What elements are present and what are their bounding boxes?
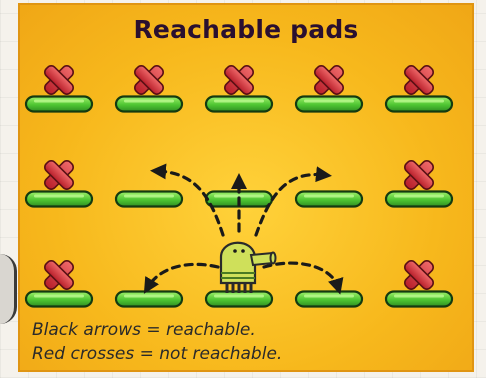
pad-r3-c2 <box>116 292 182 307</box>
pad-r2-c5 <box>386 151 452 207</box>
legend-reachable: Black arrows = reachable. <box>32 320 256 340</box>
pad-diagram <box>20 5 472 370</box>
pad-r2-c4 <box>296 192 362 207</box>
pad-r1-c3 <box>206 56 272 112</box>
doodler-player-icon <box>221 243 276 293</box>
pad-r3-c4 <box>296 292 362 307</box>
pad-r3-c1 <box>26 251 92 307</box>
arrow-to-pad-r3-c2 <box>148 264 218 287</box>
pad-r1-c2 <box>116 56 182 112</box>
pad-r2-c2 <box>116 192 182 207</box>
pad-r3-c5 <box>386 251 452 307</box>
pad-r3-c3 <box>206 292 272 307</box>
legend-not-reachable: Red crosses = not reachable. <box>32 344 282 364</box>
player-layer <box>221 243 276 293</box>
pad-r1-c1 <box>26 56 92 112</box>
pad-r1-c4 <box>296 56 362 112</box>
arrow-to-pad-r3-c4 <box>264 263 338 287</box>
reachable-pads-figure: Reachable pads Black arrows = <box>18 3 474 372</box>
pad-r1-c5 <box>386 56 452 112</box>
pad-r2-c1 <box>26 151 92 207</box>
adjacent-page-edge <box>0 254 17 324</box>
